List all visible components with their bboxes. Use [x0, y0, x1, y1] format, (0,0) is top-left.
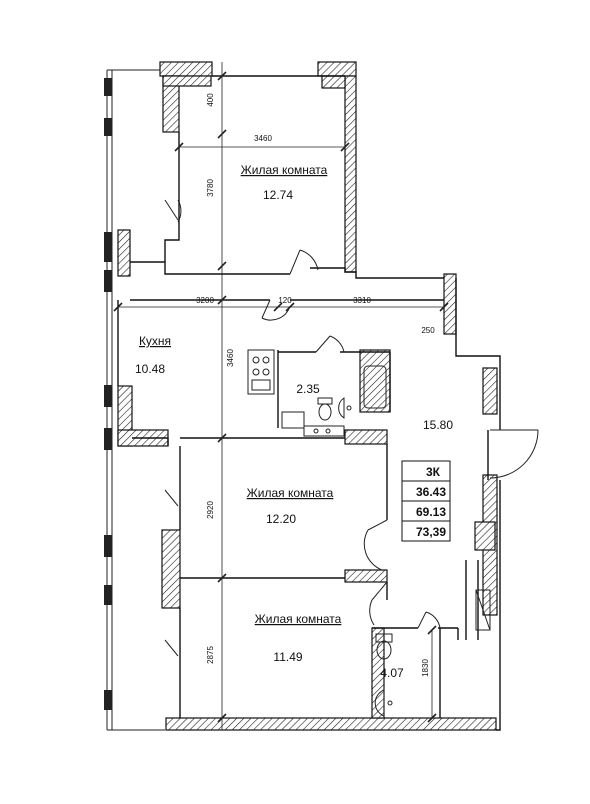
room-area-hall: 15.80 — [423, 418, 453, 432]
fixtures — [247, 349, 491, 717]
room-area-bathroom: 2.35 — [296, 382, 320, 396]
summary-living-area: 36.43 — [416, 485, 446, 499]
summary-box — [401, 460, 451, 542]
summary-total-area: 69.13 — [416, 505, 446, 519]
dim-3460-top: 3460 — [254, 134, 272, 143]
dim-2920: 2920 — [206, 501, 215, 519]
dim-400: 400 — [206, 93, 215, 107]
room-name-bedroom-3: Жилая комната — [255, 612, 342, 626]
dim-3460-side: 3460 — [226, 349, 235, 367]
room-area-bedroom-3: 11.49 — [273, 650, 302, 664]
dim-2875: 2875 — [206, 646, 215, 664]
room-area-bedroom-1: 12.74 — [263, 188, 293, 202]
summary-total-area-balcony: 73,39 — [416, 525, 446, 539]
dim-3780: 3780 — [206, 179, 215, 197]
dim-1830: 1830 — [421, 659, 430, 677]
room-area-kitchen: 10.48 — [135, 362, 165, 376]
room-area-wc: 4.07 — [380, 666, 404, 680]
room-name-bedroom-1: Жилая комната — [241, 163, 328, 177]
dim-3310: 3310 — [353, 296, 371, 305]
dim-3200: 3200 — [196, 296, 214, 305]
dim-250: 250 — [421, 326, 435, 335]
room-name-kitchen: Кухня — [139, 334, 171, 348]
room-name-bedroom-2: Жилая комната — [247, 486, 334, 500]
structural-walls — [117, 61, 498, 731]
window-marks — [104, 78, 112, 710]
dimension-lines — [118, 62, 444, 730]
room-area-bedroom-2: 12.20 — [266, 512, 296, 526]
summary-apartment-type: 3К — [426, 465, 441, 479]
partition-walls — [117, 75, 501, 731]
dimension-ticks — [113, 71, 449, 723]
dim-120: 120 — [278, 296, 292, 305]
doors — [164, 199, 539, 657]
loggia — [106, 69, 165, 731]
